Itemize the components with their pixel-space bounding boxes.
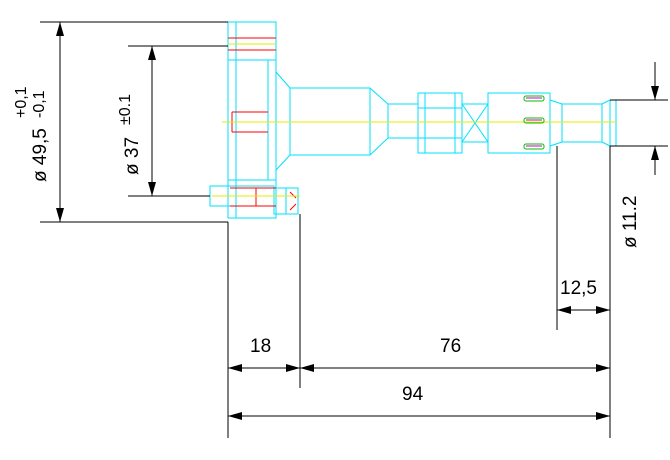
dim-12-5: 12,5 [560,278,597,299]
dim-76: 76 [440,336,461,357]
dia-37-value: ø 37 [122,137,143,175]
dimension-lines [40,21,668,438]
dimension-labels: 18 76 94 12,5 ø 11.2 ø 37 ±0.1 ø 49,5 +0… [13,86,641,405]
dim-dia-49-5: ø 49,5 +0,1 -0,1 [13,86,51,182]
hidden-lines [228,37,297,211]
rib-details [523,95,545,150]
dim-dia-37: ø 37 ±0.1 [117,94,143,175]
dim-18: 18 [250,336,271,357]
part-outline [209,21,617,219]
dia-49-5-tol-upper: +0,1 [13,86,30,118]
center-lines [212,43,616,197]
dim-dia-11-2: ø 11.2 [620,196,641,248]
dim-94: 94 [402,384,424,405]
dia-37-tolerance: ±0.1 [117,94,134,125]
dia-49-5-tol-lower: -0,1 [31,90,48,118]
dia-49-5-value: ø 49,5 [30,128,51,182]
